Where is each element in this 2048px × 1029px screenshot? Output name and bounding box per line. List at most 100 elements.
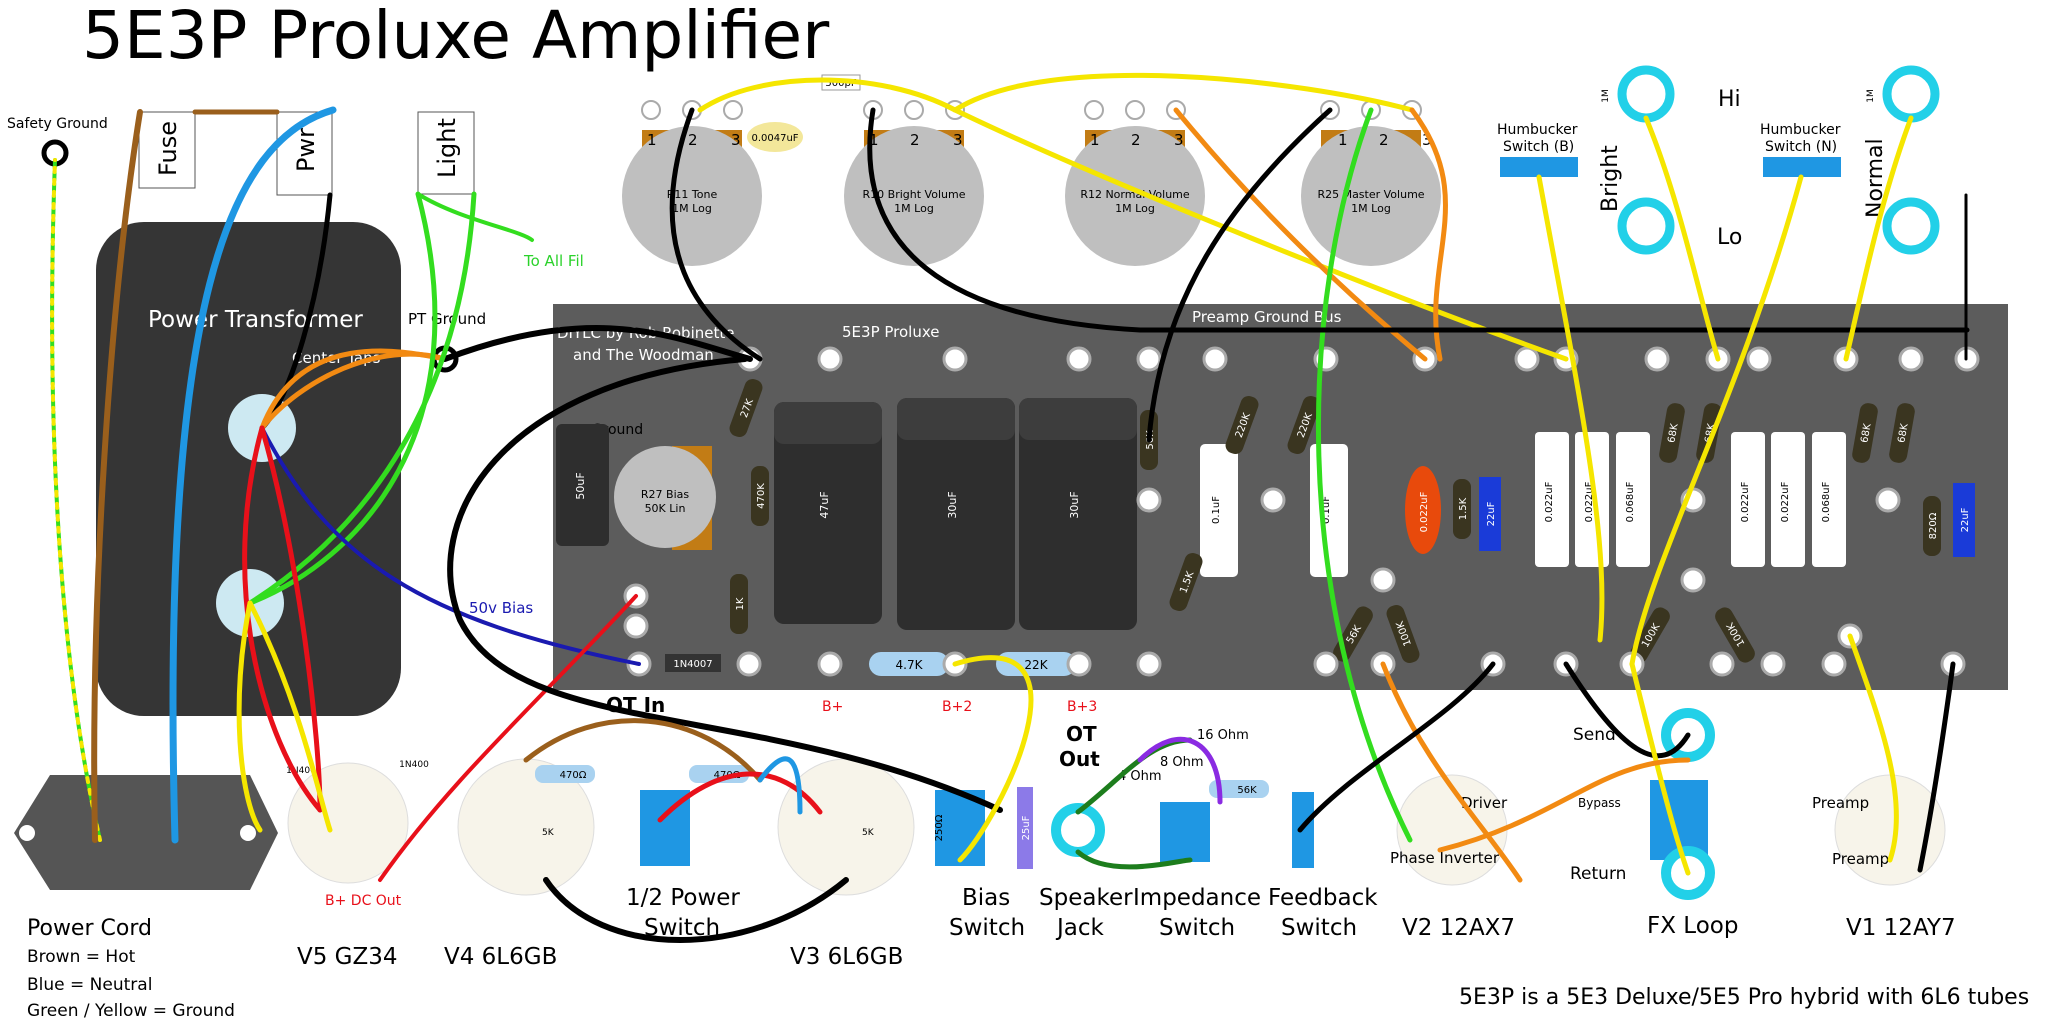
v1-wire-b — [1917, 661, 1956, 873]
turret — [1514, 346, 1540, 372]
resistor-label: 68K — [1859, 422, 1873, 443]
filter-cap-top — [1019, 398, 1137, 440]
tone-cap-b-label: 0.022uF — [1544, 481, 1555, 522]
phase-inverter-label: Phase Inverter — [1390, 849, 1500, 867]
humbucker-n-line1: Humbucker — [1760, 122, 1841, 138]
pot-r12-normal-volume: R12 Normal Volume 1M Log — [1065, 126, 1205, 266]
turret — [1136, 346, 1162, 372]
filter-cap-label: 47uF — [818, 491, 831, 518]
rect-heater-a — [236, 600, 263, 833]
resistor: 100K — [1386, 604, 1420, 664]
b-plus3-label: B+3 — [1067, 699, 1097, 715]
ht-wire-a — [259, 425, 323, 813]
svg-text:1M Log: 1M Log — [894, 202, 934, 215]
svg-text:V1 12AY7: V1 12AY7 — [1846, 915, 1956, 941]
impedance-4-label: 4 Ohm — [1118, 769, 1162, 784]
pt-ground-wire — [442, 325, 753, 362]
page-title: 5E3P Proluxe Amplifier — [82, 0, 830, 74]
turret — [1680, 567, 1706, 593]
half-power-red — [657, 771, 823, 823]
to-all-fil-label: To All Fil — [523, 252, 584, 270]
cap-22uf-a-label: 22uF — [1486, 501, 1497, 526]
small-resistor-label: 470Ω — [560, 770, 587, 781]
feedback-wire — [1297, 661, 1496, 833]
lo-label: Lo — [1717, 225, 1742, 250]
ot-primary-wire — [447, 356, 1003, 813]
turret — [1066, 651, 1092, 677]
cap-red — [1405, 466, 1441, 554]
resistor-250-label: 250Ω — [934, 814, 945, 841]
tone-cap-n-label: 0.022uF — [1780, 481, 1791, 522]
resistor-label: 68K — [1896, 422, 1910, 443]
humbucker-b-line1: Humbucker — [1497, 122, 1578, 138]
ot-out-label-1: OT — [1066, 722, 1097, 746]
pot-wire-2 — [952, 72, 1415, 113]
fuse-holder — [138, 111, 196, 189]
humbucker-b-line2: Switch (B) — [1503, 139, 1574, 155]
turret — [1644, 346, 1670, 372]
speaker-jack — [1051, 803, 1105, 857]
ground-bus-wire — [867, 107, 1970, 333]
humbucker-switch-b[interactable] — [1500, 157, 1578, 177]
resistor: 68K — [1659, 403, 1685, 463]
preamp-label-1: Preamp — [1812, 794, 1869, 812]
turret — [817, 651, 843, 677]
svg-text:2: 2 — [1379, 131, 1389, 149]
inlet-screw-left — [19, 825, 35, 841]
resistor-label: 820Ω — [1928, 512, 1939, 539]
ot-out-label-2: Out — [1059, 747, 1100, 771]
svg-text:3: 3 — [731, 131, 741, 149]
power-transformer-label: Power Transformer — [148, 307, 363, 333]
rectifier-diode-label: 1N400 — [286, 766, 316, 776]
tone-cap-b — [1616, 432, 1650, 567]
cap-25uf-label: 25uF — [1021, 815, 1032, 840]
resistor: 27K — [729, 378, 763, 438]
tone-cap-b — [1535, 432, 1569, 567]
fil-lead — [416, 192, 534, 242]
cap-25uf — [1017, 787, 1033, 869]
neutral-wire — [169, 106, 337, 844]
resistor-1m-b-label: 1M — [1866, 89, 1876, 103]
turret — [1709, 651, 1735, 677]
diode-label: 1N4007 — [673, 659, 712, 670]
tone-cap-b-label: 0.022uF — [1584, 481, 1595, 522]
speaker-return-wire — [1075, 849, 1193, 870]
turret — [1260, 487, 1286, 513]
input-jacks[interactable] — [1617, 65, 1940, 255]
power-cord-blue: Blue = Neutral — [27, 975, 152, 995]
power-transformer — [96, 222, 401, 716]
ht-wire-b — [242, 425, 323, 813]
pot-r11-tone: R11 Tone 1M Log — [622, 126, 762, 266]
resistor: 68K — [1889, 403, 1915, 463]
svg-text:R25 Master Volume: R25 Master Volume — [1317, 188, 1424, 201]
humbucker-switch-n[interactable] — [1763, 157, 1841, 177]
b-plus-out-wire — [378, 594, 638, 882]
rectifier-diode-label: 1N400 — [399, 760, 429, 770]
inlet-screw-right — [240, 825, 256, 841]
power-cord-brown: Brown = Hot — [27, 947, 136, 967]
turret — [1136, 651, 1162, 677]
power-inlet — [14, 775, 278, 890]
rect-heater-b — [247, 600, 333, 833]
b-plus-resistor — [996, 652, 1076, 676]
impedance-switch[interactable] — [1160, 802, 1210, 862]
pot-wire-1 — [697, 77, 958, 113]
resistor: 470K — [751, 466, 769, 526]
resistor-label: 1.5K — [1458, 497, 1469, 520]
svg-text:V2 12AX7: V2 12AX7 — [1402, 915, 1515, 941]
svg-text:V4 6L6GB: V4 6L6GB — [444, 944, 557, 970]
svg-text:1M Log: 1M Log — [672, 202, 712, 215]
master-ground-wire — [1146, 107, 1333, 443]
coupling-cap — [1200, 444, 1238, 577]
impedance-8-label: 8 Ohm — [1160, 755, 1204, 770]
coupling-cap-label: 0.1uF — [1321, 496, 1332, 524]
humbucker-b-wire — [1536, 174, 1605, 643]
svg-text:2: 2 — [910, 131, 920, 149]
pilot-light — [417, 111, 475, 195]
small-resistor — [689, 765, 749, 783]
turret — [1202, 346, 1228, 372]
safety-ground-label: Safety Ground — [7, 116, 108, 132]
turret — [1898, 346, 1924, 372]
